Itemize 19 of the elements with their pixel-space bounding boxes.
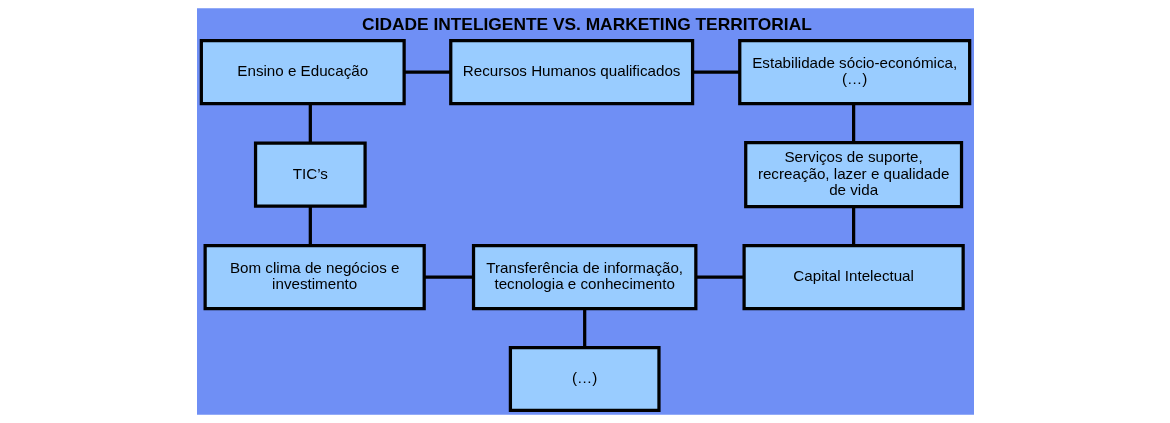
node-box: Transferência de informação, tecnologia e conhecimento	[471, 244, 697, 311]
node-box: Estabilidade sócio-económica, (…)	[737, 39, 971, 106]
connector	[403, 70, 450, 74]
connector	[424, 275, 473, 279]
node-box: Recursos Humanos qualificados	[448, 39, 694, 106]
node-box: Serviços de suporte, recreação, lazer e qualidade de vida	[743, 141, 963, 209]
connector	[695, 275, 744, 279]
node-box: Ensino e Educação	[199, 39, 406, 106]
connector	[308, 206, 312, 246]
node-box: (…)	[508, 345, 661, 413]
diagram-title: CIDADE INTELIGENTE VS. MARKETING TERRITORIAL	[361, 13, 812, 34]
connector	[582, 308, 586, 348]
node-box: Capital Intelectual	[741, 244, 965, 311]
connector	[692, 70, 740, 74]
connector	[308, 103, 312, 143]
connector	[851, 103, 855, 143]
node-box: Bom clima de negócios e investimento	[203, 244, 426, 311]
connector	[851, 206, 855, 246]
node-box: TIC’s	[253, 141, 367, 208]
